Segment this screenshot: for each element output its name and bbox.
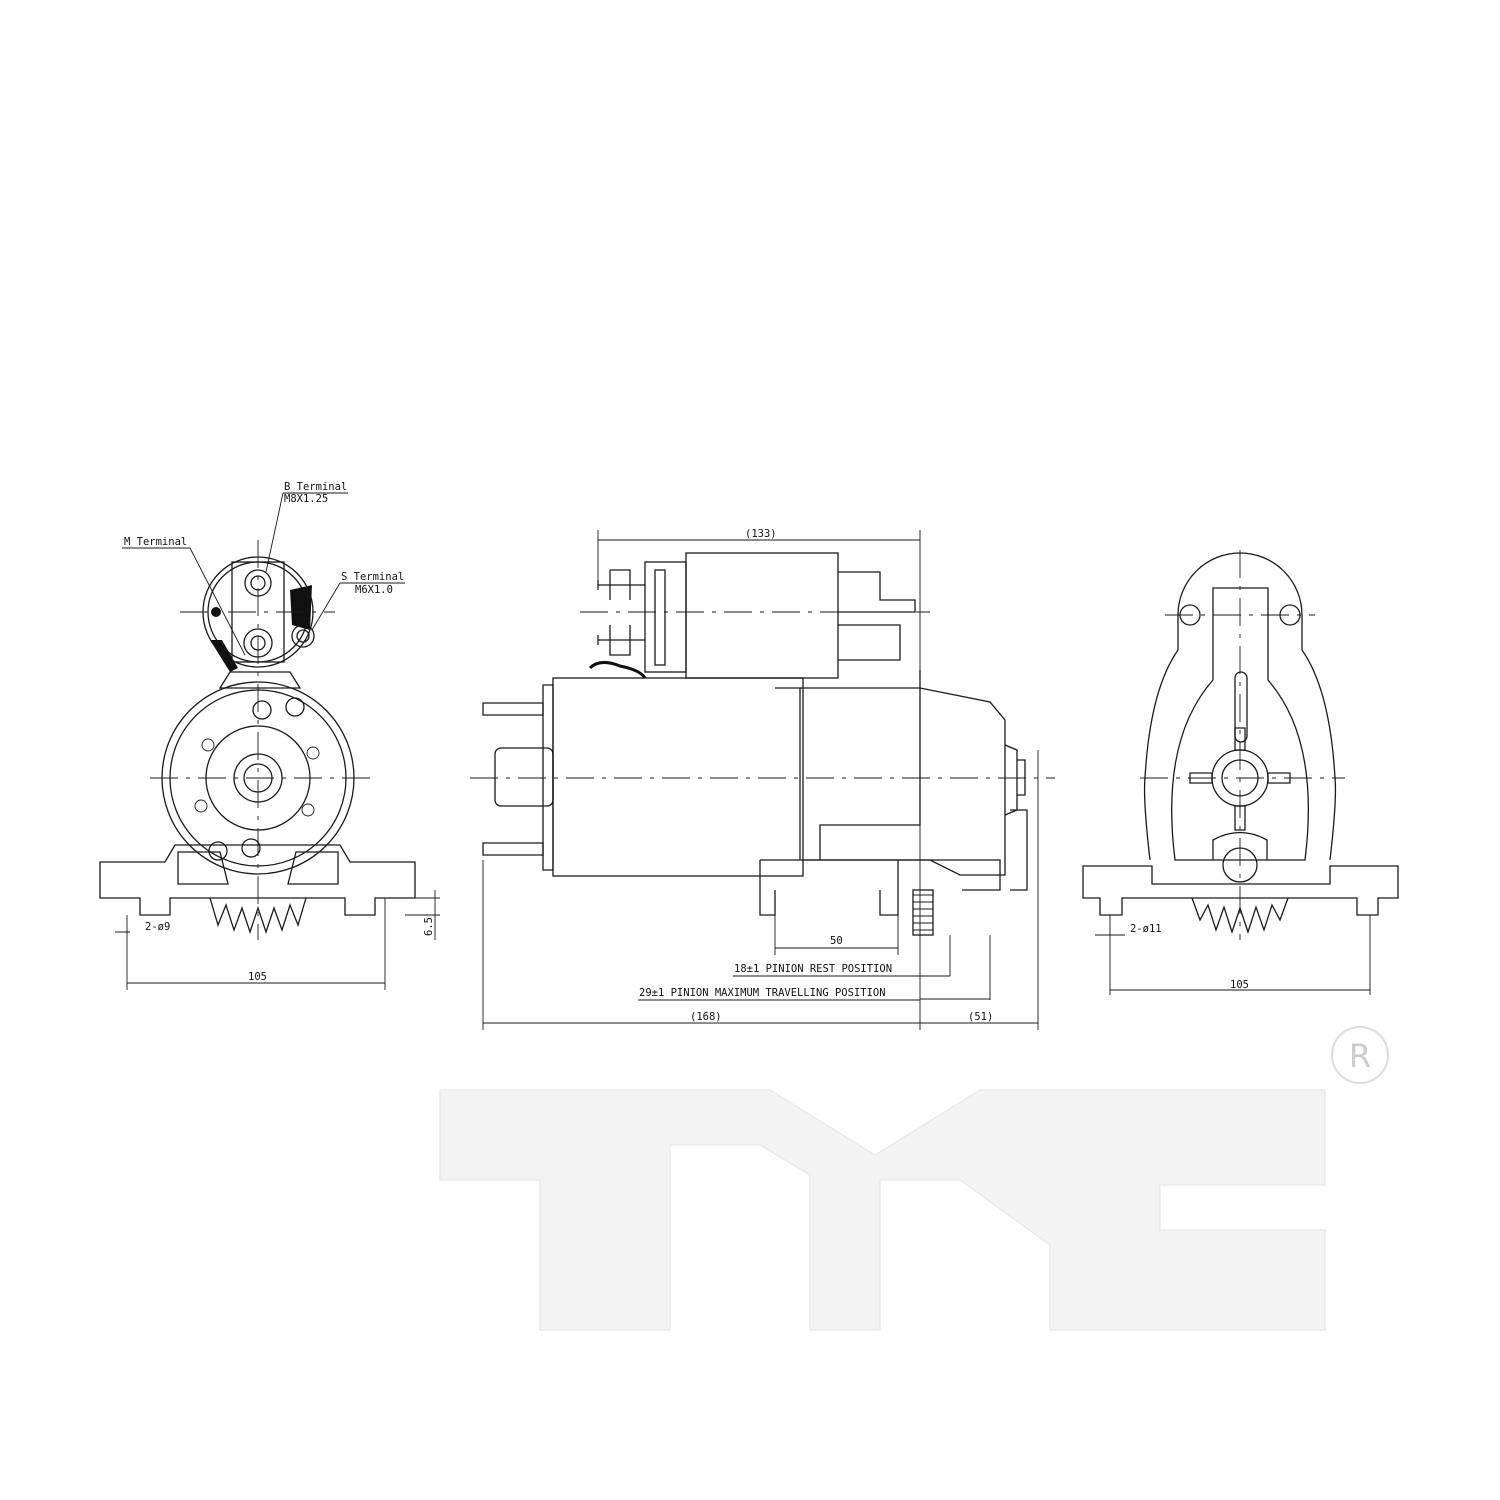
nose-dim: (51) [968, 1011, 993, 1023]
width-dim-right: 105 [1230, 979, 1249, 991]
pinion-max: 29±1 PINION MAXIMUM TRAVELLING POSITION [639, 987, 886, 999]
m-terminal-label: M Terminal [124, 536, 187, 548]
length-dim: (168) [690, 1011, 722, 1023]
mount-dim: 50 [830, 935, 843, 947]
hole-dim: 2-ø9 [145, 921, 170, 933]
height-dim: 6.5 [423, 917, 435, 936]
b-terminal-thread: M8X1.25 [284, 493, 328, 505]
front-view: B Terminal M8X1.25 M Terminal S Terminal… [99, 481, 440, 990]
b-terminal-label: B Terminal [284, 481, 347, 493]
side-view: (133) 50 18±1 PINION REST POSITION 29±1 … [470, 528, 1055, 1030]
top-dim: (133) [745, 528, 777, 540]
width-dim: 105 [248, 971, 267, 983]
s-terminal-thread: M6X1.0 [355, 584, 393, 596]
s-terminal-label: S Terminal [341, 571, 404, 583]
pinion-rest: 18±1 PINION REST POSITION [734, 963, 892, 975]
registered-mark: R [1349, 1037, 1371, 1075]
hole-dim-right: 2-ø11 [1130, 923, 1162, 935]
rear-view: 2-ø11 105 [1082, 550, 1399, 995]
tyc-logo-watermark: R [439, 1026, 1389, 1331]
